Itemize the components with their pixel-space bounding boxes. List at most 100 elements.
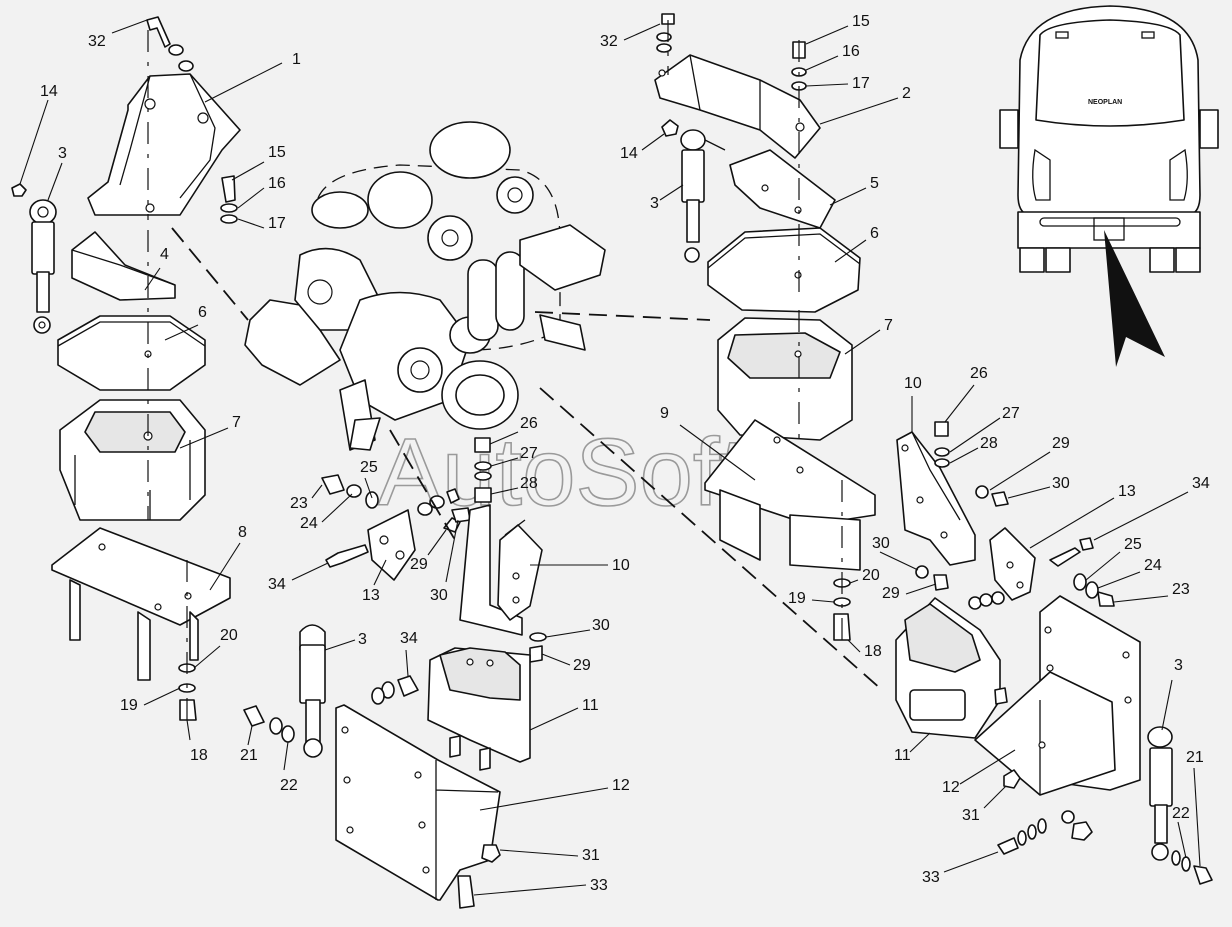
- callout-c-17-left: 17: [237, 215, 286, 232]
- callout-leader-line: [679, 424, 756, 481]
- callout-leader-line: [1097, 571, 1141, 589]
- callout-number: 26: [970, 365, 988, 382]
- callout-leader-line: [909, 732, 931, 753]
- callout-leader-line: [529, 707, 579, 731]
- callout-leader-line: [364, 477, 373, 499]
- callout-c-27-right: 27: [949, 405, 1020, 453]
- callout-leader-line: [231, 161, 265, 181]
- callout-number: 1: [292, 51, 301, 68]
- callout-leader-line: [143, 687, 181, 706]
- callout-number: 10: [904, 375, 922, 392]
- callout-leader-line: [944, 384, 975, 423]
- callout-c-32-left: 32: [88, 19, 148, 50]
- callout-number: 14: [40, 83, 58, 100]
- callout-number: 16: [842, 43, 860, 60]
- callout-number: 16: [268, 175, 286, 192]
- callout-c-29-right-b: 29: [882, 583, 937, 602]
- callout-number: 6: [198, 304, 207, 321]
- callout-number: 31: [962, 807, 980, 824]
- callout-leader-line: [427, 529, 447, 556]
- callout-c-25-center: 25: [360, 459, 378, 499]
- callout-number: 15: [268, 144, 286, 161]
- far-right-mount-stack: [895, 421, 1213, 885]
- callout-number: 13: [1118, 483, 1136, 500]
- callout-c-23-center: 23: [290, 484, 323, 512]
- callout-number: 33: [922, 869, 940, 886]
- callout-leader-line: [490, 487, 519, 495]
- callout-number: 18: [190, 747, 208, 764]
- callout-c-30-right-b: 30: [872, 535, 919, 571]
- callout-c-19-left: 19: [120, 687, 181, 714]
- callout-c-33-right: 33: [922, 851, 999, 886]
- callout-leader-line: [489, 431, 519, 445]
- callout-number: 12: [942, 779, 960, 796]
- callout-c-16-left: 16: [237, 175, 286, 209]
- watermark: AutoSoft: [378, 419, 746, 526]
- callout-leader-line: [1161, 679, 1173, 731]
- callout-c-27-center: 27: [490, 445, 538, 467]
- callout-number: 34: [400, 630, 418, 647]
- callout-c-13-right: 13: [1029, 483, 1136, 549]
- callout-number: 11: [582, 697, 599, 714]
- callout-number: 19: [120, 697, 138, 714]
- callout-leader-line: [1193, 767, 1201, 867]
- callout-leader-line: [164, 324, 199, 341]
- bus-logo: NEOPLAN: [1088, 99, 1122, 106]
- callout-c-34-center: 34: [268, 562, 329, 593]
- callout-number: 3: [650, 195, 659, 212]
- callout-leader-line: [291, 562, 329, 581]
- callout-number: 7: [884, 317, 893, 334]
- connector-right: [539, 387, 883, 691]
- callout-c-11-center: 11: [529, 697, 599, 731]
- callout-number: 21: [1186, 749, 1204, 766]
- callout-leader-line: [819, 97, 899, 125]
- callout-number: 29: [882, 585, 900, 602]
- callout-c-30-center-b: 30: [545, 617, 610, 638]
- callout-number: 3: [358, 631, 367, 648]
- callout-c-10-right: 10: [904, 375, 922, 432]
- callout-number: 29: [1052, 435, 1070, 452]
- callout-leader-line: [949, 447, 979, 464]
- callout-number: 30: [430, 587, 448, 604]
- callout-number: 34: [1192, 475, 1210, 492]
- callout-leader-line: [321, 493, 353, 523]
- callout-leader-line: [47, 162, 63, 201]
- callout-number: 20: [862, 567, 880, 584]
- callout-leader-line: [844, 329, 881, 355]
- callout-leader-line: [949, 417, 1001, 453]
- callout-leader-line: [1093, 491, 1189, 541]
- callout-number: 30: [872, 535, 890, 552]
- callout-leader-line: [1085, 551, 1121, 581]
- callout-number: 4: [160, 246, 169, 263]
- callout-number: 18: [864, 643, 882, 660]
- callout-c-14-left: 14: [19, 83, 58, 185]
- callout-leader-line: [905, 583, 937, 595]
- callout-number: 3: [58, 145, 67, 162]
- callout-c-26-center: 26: [489, 415, 538, 445]
- callout-c-15-right: 15: [805, 13, 870, 45]
- callout-c-11-right: 11: [894, 732, 931, 764]
- callout-number: 25: [360, 459, 378, 476]
- callout-leader-line: [19, 99, 49, 185]
- callout-c-14-right: 14: [620, 133, 665, 162]
- callout-number: 5: [870, 175, 879, 192]
- bus-rear-view: NEOPLAN: [999, 5, 1219, 367]
- callout-number: 29: [573, 657, 591, 674]
- callout-c-10-center: 10: [530, 557, 630, 574]
- callout-leader-line: [847, 639, 861, 653]
- callout-c-1: 1: [204, 51, 301, 103]
- callout-number: 33: [590, 877, 608, 894]
- callout-leader-line: [373, 559, 387, 586]
- left-mount-stack: [11, 16, 241, 721]
- callout-c-3-left: 3: [47, 145, 67, 201]
- callout-leader-line: [144, 267, 161, 291]
- callout-leader-line: [186, 719, 191, 741]
- callout-leader-line: [989, 451, 1051, 491]
- callout-leader-line: [283, 741, 289, 771]
- callout-number: 26: [520, 415, 538, 432]
- callout-c-23-right: 23: [1113, 581, 1190, 603]
- callout-number: 12: [612, 777, 630, 794]
- callout-number: 27: [520, 445, 538, 462]
